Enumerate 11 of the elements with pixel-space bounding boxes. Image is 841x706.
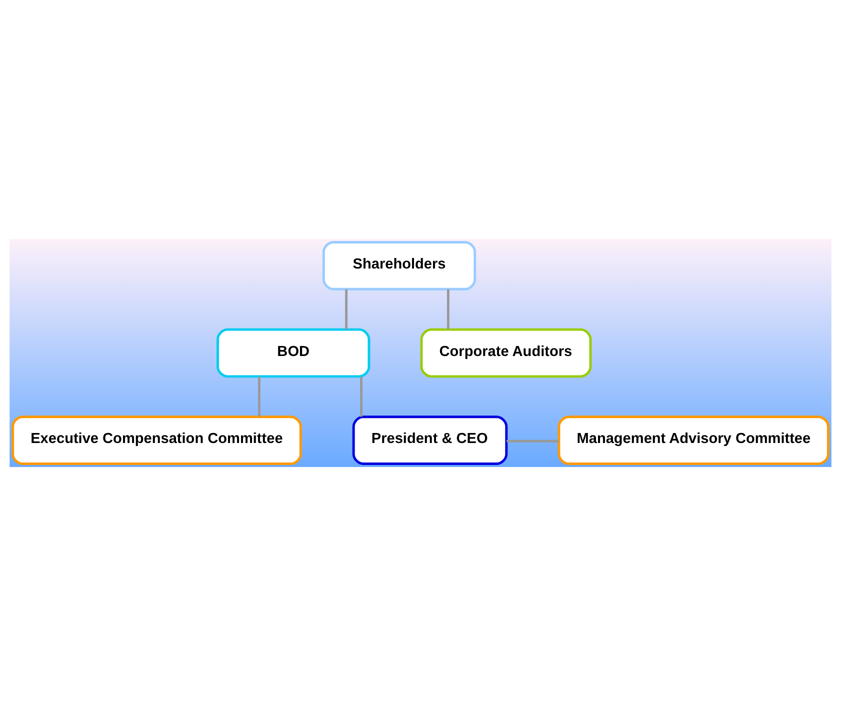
- connector: [446, 289, 450, 330]
- node-box: Corporate Auditors: [420, 328, 592, 378]
- connector: [360, 376, 362, 417]
- connector: [345, 289, 348, 330]
- node-box: Management Advisory Committee: [558, 416, 830, 465]
- connector: [258, 376, 260, 417]
- connector: [506, 440, 559, 442]
- node-box: Executive Compensation Committee: [12, 416, 302, 465]
- node-box: Shareholders: [322, 241, 476, 290]
- node-box: BOD: [216, 328, 370, 378]
- node-box: President & CEO: [352, 416, 508, 465]
